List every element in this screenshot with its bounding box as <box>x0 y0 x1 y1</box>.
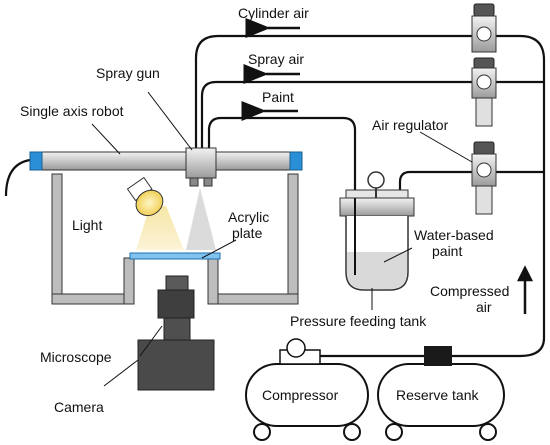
compressor <box>245 338 369 441</box>
label-light: Light <box>72 217 102 233</box>
tank-gauge <box>367 171 385 189</box>
label-cylinder-air: Cylinder air <box>238 5 309 21</box>
label-camera: Camera <box>54 399 104 415</box>
robot-frame <box>29 147 303 305</box>
reserve-valve <box>424 346 452 366</box>
leader-lines <box>91 91 473 387</box>
regulator-top <box>471 3 497 53</box>
robot-cable <box>4 158 31 197</box>
microscope <box>157 275 195 341</box>
labels: Cylinder air Spray gun Spray air Paint S… <box>20 5 509 415</box>
label-single-axis-robot: Single axis robot <box>20 103 124 119</box>
regulator-to-tank-line <box>398 170 474 190</box>
compressed-air-trunk <box>452 34 546 358</box>
regulator-middle <box>471 57 497 127</box>
regulators <box>471 3 497 215</box>
label-compressed-line2: air <box>476 299 492 315</box>
label-water-line2: paint <box>432 243 462 259</box>
label-spray-air: Spray air <box>248 51 304 67</box>
label-microscope: Microscope <box>40 349 112 365</box>
camera <box>137 339 215 391</box>
label-spray-gun: Spray gun <box>96 65 160 81</box>
pressure-feeding-tank <box>339 171 415 291</box>
label-pressure-tank: Pressure feeding tank <box>290 313 427 329</box>
label-air-regulator: Air regulator <box>372 117 449 133</box>
acrylic-plate <box>129 252 221 260</box>
label-acrylic-line1: Acrylic <box>228 209 269 225</box>
label-reserve-tank: Reserve tank <box>396 387 479 403</box>
air-regulator <box>471 141 497 215</box>
label-compressed-line1: Compressed <box>430 283 509 299</box>
spray-mist <box>186 188 216 250</box>
single-axis-robot-rail <box>29 151 303 171</box>
flow-arrows <box>241 18 534 314</box>
compressor-gauge <box>286 338 306 358</box>
cylinder-air-line <box>194 34 472 150</box>
paint-line <box>207 116 357 190</box>
label-acrylic-line2: plate <box>232 225 263 241</box>
light-fixture <box>126 176 184 250</box>
label-paint: Paint <box>262 89 294 105</box>
spray-air-line <box>200 80 472 150</box>
label-compressor: Compressor <box>262 387 339 403</box>
reserve-tank <box>377 346 505 441</box>
pipes <box>4 34 546 358</box>
spray-gun-body <box>185 147 217 179</box>
light-beam <box>136 206 184 250</box>
label-water-line1: Water-based <box>414 227 494 243</box>
water-based-paint-fill <box>347 252 407 289</box>
